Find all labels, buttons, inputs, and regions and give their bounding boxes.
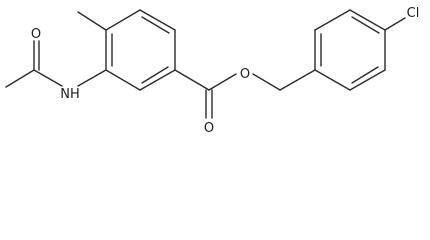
- bond-o-ch2: [252, 73, 281, 91]
- chlorine-label: Cl: [407, 6, 420, 21]
- ring2-bond-5: [349, 69, 386, 91]
- ester-oxygen-label: O: [240, 67, 250, 82]
- ring1-bond-4: [105, 69, 141, 91]
- bond-ring-ester-carbon: [174, 69, 210, 91]
- bond-ring-chlorine: [384, 17, 406, 31]
- ring1-bond-1: [139, 9, 176, 31]
- bond-nh-ring: [77, 69, 107, 87]
- ring2-bond-2: [314, 9, 351, 31]
- bond-methyl-carbonyl: [5, 69, 35, 88]
- ring1-bond-6: [105, 9, 141, 31]
- ring1-bond-3: [139, 69, 176, 91]
- molecular-structure: O NH O O Cl: [5, 6, 420, 136]
- amide-nitrogen-label: NH: [60, 87, 80, 102]
- bond-ester-c-o-single: [208, 73, 237, 91]
- ring2-bond-3: [349, 9, 386, 31]
- ring2-inner-2: [351, 16, 380, 34]
- carbonyl-oxygen-label: O: [204, 121, 214, 136]
- bond-carbonyl-nh: [33, 69, 63, 87]
- ring2-bond-6: [314, 69, 351, 91]
- ring1-inner-1: [141, 16, 170, 34]
- ring1-inner-2: [141, 66, 169, 84]
- ring2-inner-3: [351, 66, 379, 84]
- bond-ch2-ring: [279, 69, 316, 91]
- bond-ring-methyl: [77, 11, 107, 31]
- acetyl-oxygen-label: O: [31, 27, 41, 42]
